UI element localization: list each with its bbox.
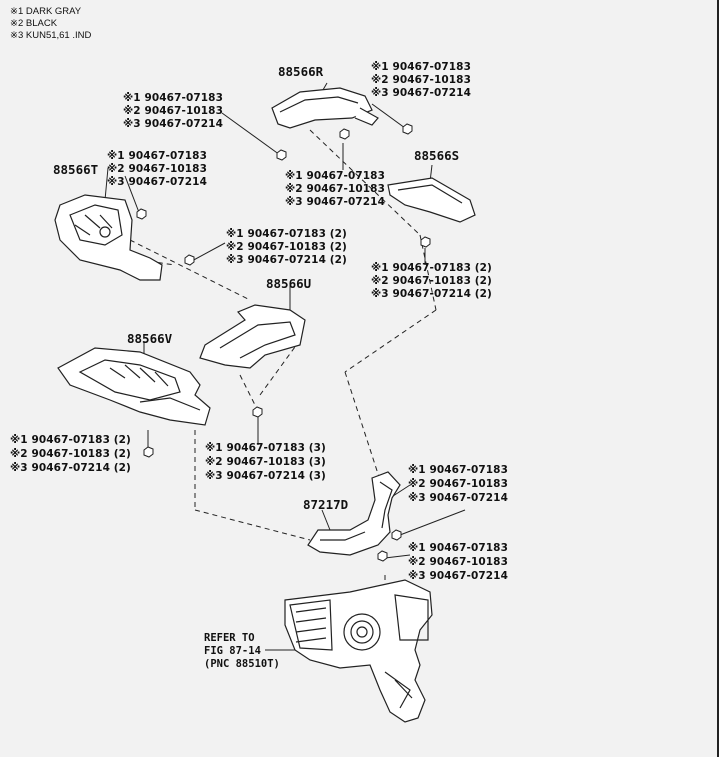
callout-c4-line3: ※3 90467-07214 <box>107 176 207 188</box>
callout-c8-line2: ※2 90467-10183 (3) <box>205 456 326 468</box>
callout-c2-line2: ※2 90467-10183 <box>123 105 223 117</box>
legend-kun51: ※3 KUN51,61 .IND <box>10 30 92 41</box>
callout-c10-line2: ※2 90467-10183 <box>408 556 508 568</box>
callout-c9-line1: ※1 90467-07183 <box>408 464 508 476</box>
callout-c3-line2: ※2 90467-10183 <box>285 183 385 195</box>
callout-c5-line2: ※2 90467-10183 (2) <box>226 241 347 253</box>
callout-c8-line3: ※3 90467-07214 (3) <box>205 470 326 482</box>
callout-c6-line1: ※1 90467-07183 (2) <box>371 262 492 274</box>
part-87217D[interactable]: 87217D <box>303 497 349 512</box>
reference-line2[interactable]: FIG 87-14 <box>204 645 261 657</box>
part-88566U[interactable]: 88566U <box>266 276 312 291</box>
callout-c4-line2: ※2 90467-10183 <box>107 163 207 175</box>
legend-black: ※2 BLACK <box>10 18 58 29</box>
callout-c3-line1: ※1 90467-07183 <box>285 170 385 182</box>
part-88566V[interactable]: 88566V <box>127 331 173 346</box>
callout-c2-line1: ※1 90467-07183 <box>123 92 223 104</box>
callout-c9-line2: ※2 90467-10183 <box>408 478 508 490</box>
part-88566R[interactable]: 88566R <box>278 64 324 79</box>
callout-c8-line1: ※1 90467-07183 (3) <box>205 442 326 454</box>
callout-c6-line2: ※2 90467-10183 (2) <box>371 275 492 287</box>
callout-c1-line3: ※3 90467-07214 <box>371 87 471 99</box>
callout-c10-line3: ※3 90467-07214 <box>408 570 508 582</box>
callout-c1-line1: ※1 90467-07183 <box>371 61 471 73</box>
part-88566T[interactable]: 88566T <box>53 162 99 177</box>
callout-c10-line1: ※1 90467-07183 <box>408 542 508 554</box>
part-88566S[interactable]: 88566S <box>414 148 460 163</box>
callout-c7-line1: ※1 90467-07183 (2) <box>10 434 131 446</box>
callout-c2-line3: ※3 90467-07214 <box>123 118 223 130</box>
callout-c7-line3: ※3 90467-07214 (2) <box>10 462 131 474</box>
callout-c4-line1: ※1 90467-07183 <box>107 150 207 162</box>
callout-c3-line3: ※3 90467-07214 <box>285 196 385 208</box>
callout-c5-line3: ※3 90467-07214 (2) <box>226 254 347 266</box>
reference-line1[interactable]: REFER TO <box>204 632 255 644</box>
right-border <box>717 0 719 757</box>
callout-c6-line3: ※3 90467-07214 (2) <box>371 288 492 300</box>
reference-line3[interactable]: (PNC 88510T) <box>204 658 280 670</box>
callout-c1-line2: ※2 90467-10183 <box>371 74 471 86</box>
callout-c7-line2: ※2 90467-10183 (2) <box>10 448 131 460</box>
legend-dark-gray: ※1 DARK GRAY <box>10 6 82 17</box>
callout-c5-line1: ※1 90467-07183 (2) <box>226 228 347 240</box>
callout-c9-line3: ※3 90467-07214 <box>408 492 508 504</box>
